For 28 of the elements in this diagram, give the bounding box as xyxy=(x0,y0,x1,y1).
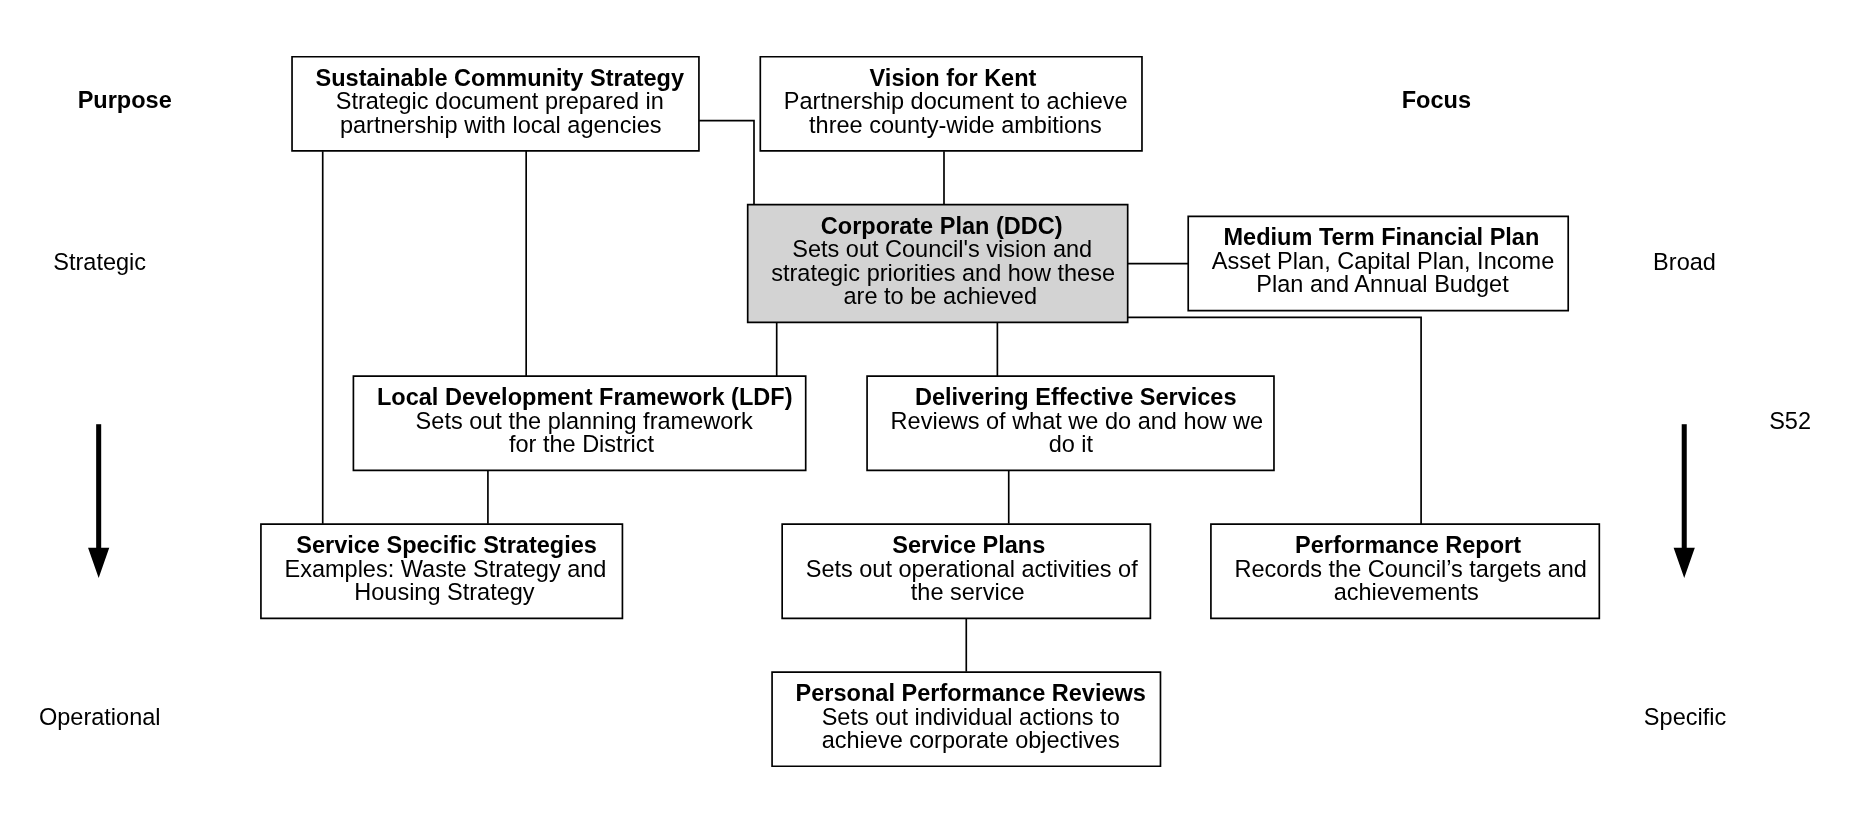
connector xyxy=(996,321,999,377)
connector xyxy=(965,618,968,673)
node-box: Sustainable Community Strategy Strategic document prepared in partnership with local agencies xyxy=(291,55,700,152)
label: Strategic xyxy=(53,248,147,275)
label: Broad xyxy=(1653,248,1716,275)
node-box: Personal Performance Reviews Sets out individual actions to achieve corporate objectives xyxy=(771,671,1162,768)
label: S52 xyxy=(1769,408,1811,435)
node-box: Corporate Plan (DDC) Sets out Council's vision and strategic priorities and how these are to be achieved xyxy=(746,203,1129,324)
connector xyxy=(943,150,945,206)
node-box: Performance Report Records the Council’s targets and achievements xyxy=(1210,523,1601,620)
label: Operational xyxy=(38,704,161,731)
node-box: Vision for Kent Partnership document to achieve three county-wide ambitions xyxy=(759,55,1143,152)
connector xyxy=(1007,470,1010,525)
connector xyxy=(1126,262,1189,265)
node-box: Medium Term Financial Plan Asset Plan, Capital Plan, Income Plan and Annual Budget xyxy=(1187,215,1570,312)
node-box: Local Development Framework (LDF) Sets out the planning framework for the District xyxy=(352,375,807,472)
label: Purpose xyxy=(77,87,172,114)
node-box: Delivering Effective Services Reviews of what we do and how we do it xyxy=(866,375,1275,472)
connector xyxy=(525,150,527,377)
label: Specific xyxy=(1643,704,1727,731)
connector xyxy=(698,119,755,206)
node-box: Service Specific Strategies Examples: Waste Strategy and Housing Strategy xyxy=(260,523,624,620)
connector xyxy=(321,150,324,525)
node-box: Service Plans Sets out operational activities of the service xyxy=(781,523,1152,620)
connector xyxy=(775,321,778,377)
connector xyxy=(487,470,489,525)
connector xyxy=(1127,316,1422,525)
label: Focus xyxy=(1401,87,1472,114)
